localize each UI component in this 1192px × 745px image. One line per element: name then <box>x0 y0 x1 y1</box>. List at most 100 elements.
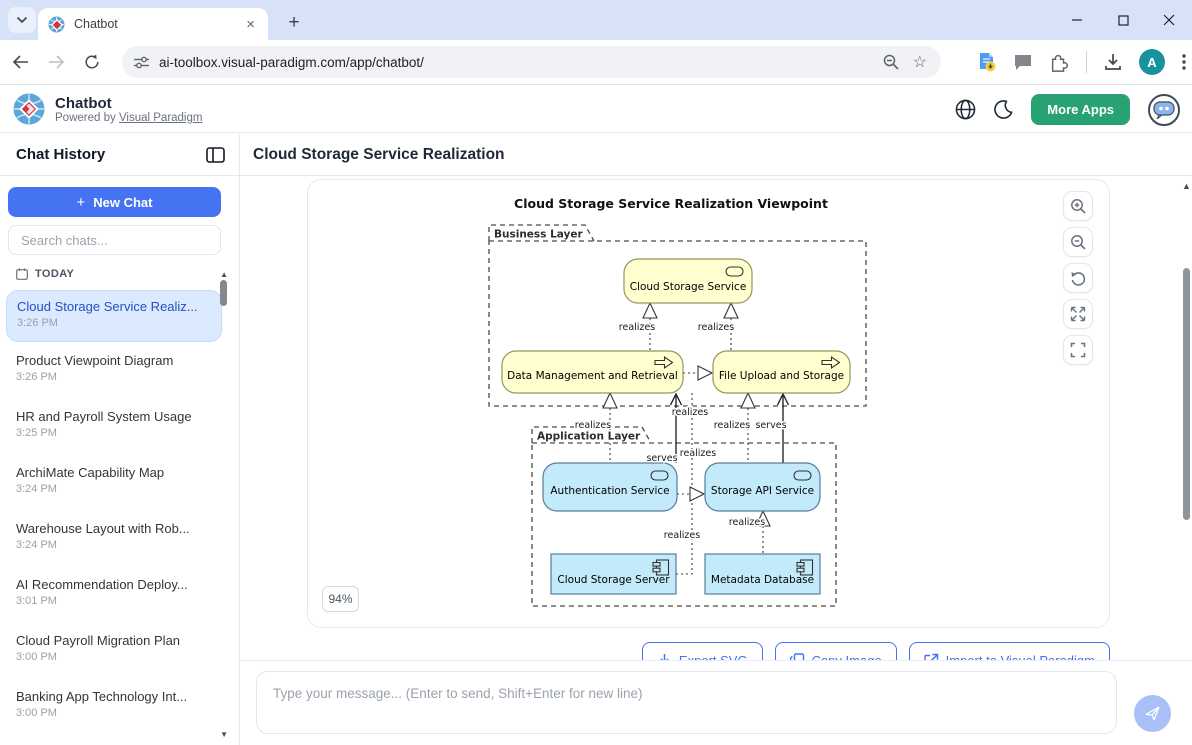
node-label: Authentication Service <box>550 485 669 497</box>
diagram-toolbar <box>1063 191 1093 365</box>
extensions-puzzle-icon[interactable] <box>1049 52 1069 72</box>
more-apps-button[interactable]: More Apps <box>1031 94 1130 125</box>
node-label: Storage API Service <box>711 485 814 497</box>
process-arrow-icon <box>821 355 841 370</box>
profile-avatar[interactable]: A <box>1139 49 1165 75</box>
message-input[interactable] <box>257 672 1116 733</box>
realization-arrowhead <box>602 391 618 409</box>
address-bar[interactable]: ai-toolbox.visual-paradigm.com/app/chatb… <box>122 46 941 78</box>
downloads-icon[interactable] <box>1104 53 1122 71</box>
section-header-today: TODAY <box>16 268 74 280</box>
tab-title: Chatbot <box>74 17 118 31</box>
chat-item-title: Cloud Payroll Migration Plan <box>16 633 181 648</box>
edge-label: realizes <box>680 448 716 459</box>
close-button[interactable] <box>1146 0 1192 40</box>
realization-arrowhead <box>740 391 756 409</box>
minimize-button[interactable] <box>1054 0 1100 40</box>
diagram-node-storage-api-service: Storage API Service <box>704 462 821 512</box>
edge-label: realizes <box>714 420 750 431</box>
chat-history-item[interactable]: AI Recommendation Deploy... 3:01 PM <box>0 570 232 626</box>
chatbot-assistant-icon[interactable] <box>1148 93 1180 126</box>
fullscreen-icon <box>1070 342 1086 358</box>
new-chat-button[interactable]: + New Chat <box>8 187 221 217</box>
chat-item-time: 3:01 PM <box>16 595 57 607</box>
archimate-diagram[interactable]: Cloud Storage Service Realization Viewpo… <box>484 186 872 614</box>
chat-item-title: Warehouse Layout with Rob... <box>16 521 190 536</box>
chat-history-item[interactable]: Banking App Technology Int...3:00 PM <box>0 682 232 738</box>
zoom-reset-icon[interactable] <box>883 54 899 70</box>
expand-button[interactable] <box>1063 299 1093 329</box>
edge-label: realizes <box>729 517 765 528</box>
maximize-icon <box>1117 14 1129 26</box>
serving-arrowhead <box>776 392 790 406</box>
tab-close-icon[interactable]: × <box>246 15 255 33</box>
composer-bar <box>240 660 1192 745</box>
comment-extension-icon[interactable] <box>1014 54 1032 71</box>
chat-item-title: Cloud Storage Service Realiz... <box>17 299 198 314</box>
chat-item-title: AI Recommendation Deploy... <box>16 577 188 592</box>
minimize-icon <box>1072 19 1082 21</box>
forward-button[interactable] <box>40 46 72 78</box>
fullscreen-button[interactable] <box>1063 335 1093 365</box>
group-label: Business Layer <box>494 229 583 241</box>
maximize-button[interactable] <box>1100 0 1146 40</box>
chat-item-title: ArchiMate Capability Map <box>16 465 165 480</box>
page-scroll-up-arrow[interactable]: ▲ <box>1182 181 1191 191</box>
search-input[interactable] <box>8 225 221 255</box>
chat-item-time: 3:26 PM <box>16 371 57 383</box>
brand: Chatbot Powered by Visual Paradigm <box>12 92 202 126</box>
zoom-out-button[interactable] <box>1063 227 1093 257</box>
sidebar-title: Chat History <box>16 146 106 163</box>
conversation-header: Cloud Storage Service Realization <box>240 134 1192 176</box>
chat-item-title: HR and Payroll System Usage <box>16 409 192 424</box>
chevron-down-icon <box>16 16 28 24</box>
back-button[interactable] <box>4 46 36 78</box>
main-panel: Cloud Storage Service Realization Cloud … <box>240 134 1192 745</box>
edge-label: serves <box>755 420 786 431</box>
collapse-sidebar-icon[interactable] <box>206 146 225 163</box>
assistant-message-card <box>307 179 1110 628</box>
node-label: Metadata Database <box>711 574 814 586</box>
new-tab-button[interactable]: + <box>288 12 300 33</box>
language-globe-icon[interactable] <box>955 99 976 120</box>
tab-search-button[interactable] <box>8 7 36 33</box>
chat-history-item[interactable]: Product Viewpoint Diagram 3:26 PM <box>0 346 232 402</box>
browser-menu-icon[interactable] <box>1182 54 1186 70</box>
copy-image-button[interactable]: Copy Image <box>774 642 897 660</box>
doc-download-extension-icon[interactable] <box>977 52 997 72</box>
node-label: Data Management and Retrieval <box>507 370 678 382</box>
node-label: Cloud Storage Server <box>557 574 670 586</box>
chat-item-time: 3:24 PM <box>16 539 57 551</box>
powered-by: Powered by Visual Paradigm <box>55 111 203 124</box>
reload-button[interactable] <box>76 46 108 78</box>
chat-history-item[interactable]: Cloud Storage Service Realiz... 3:26 PM <box>6 290 222 342</box>
bookmark-star-icon[interactable]: ☆ <box>912 54 927 71</box>
calendar-icon <box>16 268 28 280</box>
zoom-in-button[interactable] <box>1063 191 1093 221</box>
send-paper-plane-icon <box>1145 706 1160 721</box>
browser-tab-chatbot[interactable]: Chatbot × <box>38 8 268 40</box>
dark-mode-moon-icon[interactable] <box>994 100 1013 119</box>
visual-paradigm-link[interactable]: Visual Paradigm <box>118 111 203 124</box>
edge-label: realizes <box>575 420 611 431</box>
import-to-visual-paradigm-button[interactable]: Import to Visual Paradigm <box>908 642 1110 660</box>
export-svg-button[interactable]: Export SVG <box>641 642 763 660</box>
reset-view-button[interactable] <box>1063 263 1093 293</box>
realization-arrowhead <box>723 301 739 319</box>
url-text: ai-toolbox.visual-paradigm.com/app/chatb… <box>159 54 424 70</box>
sidebar-scroll-up-arrow[interactable]: ▲ <box>220 270 228 279</box>
sidebar-scroll-down-arrow[interactable]: ▼ <box>220 730 228 739</box>
sidebar-scrollbar-thumb[interactable] <box>220 280 227 306</box>
chat-item-time: 3:26 PM <box>17 317 58 329</box>
page-scrollbar-thumb[interactable] <box>1183 268 1190 520</box>
group-label: Application Layer <box>537 431 641 443</box>
send-button[interactable] <box>1134 695 1171 732</box>
chat-item-title: Product Viewpoint Diagram <box>16 353 174 368</box>
chat-history-item[interactable]: Warehouse Layout with Rob... 3:24 PM <box>0 514 232 570</box>
node-label: File Upload and Storage <box>719 370 844 382</box>
